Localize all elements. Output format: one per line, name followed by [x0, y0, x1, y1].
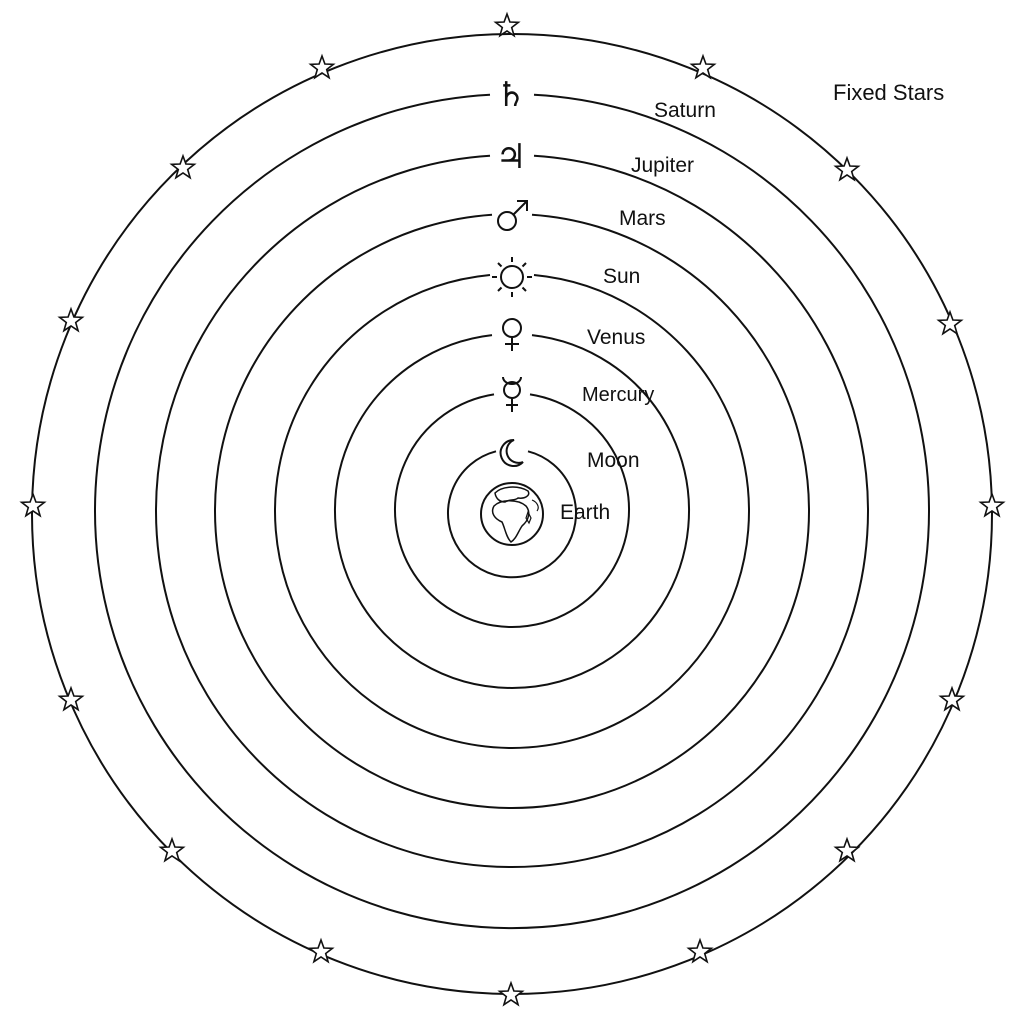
venus-sphere: [334, 334, 690, 689]
sun-label: Sun: [603, 265, 640, 288]
earth-label: Earth: [560, 501, 610, 524]
star-icon: [308, 53, 336, 80]
sun-sphere: [274, 274, 750, 749]
star-icon: [936, 309, 964, 336]
venus-icon: [502, 318, 522, 351]
moon-label: Moon: [587, 449, 640, 472]
fixed-stars: [19, 11, 1006, 1007]
star-icon: [938, 685, 966, 712]
star-icon: [833, 836, 861, 863]
jupiter-sphere: [155, 154, 869, 869]
mars-sphere: [214, 213, 810, 810]
star-icon: [978, 491, 1006, 518]
fixed-stars-label: Fixed Stars: [833, 80, 944, 105]
saturn-sphere: [94, 93, 930, 930]
mercury-label: Mercury: [582, 384, 654, 406]
star-icon: [158, 836, 186, 863]
venus-label: Venus: [587, 326, 645, 349]
saturn-icon: ♄: [496, 75, 526, 115]
mars-icon: [497, 200, 528, 231]
svg-text:♄: ♄: [496, 75, 526, 115]
sun-icon: [492, 257, 532, 297]
star-icon: [689, 53, 717, 80]
mercury-icon: [502, 376, 522, 412]
moon-icon: [499, 438, 524, 467]
moon-sphere: [447, 450, 577, 579]
star-icon: [19, 491, 47, 518]
jupiter-label: Jupiter: [631, 154, 694, 177]
jupiter-icon: ♃: [496, 137, 526, 177]
star-icon: [169, 153, 197, 180]
star-icon: [686, 937, 714, 964]
star-icon: [57, 685, 85, 712]
mars-label: Mars: [619, 207, 666, 230]
star-icon: [493, 11, 521, 38]
saturn-label: Saturn: [654, 99, 716, 122]
star-icon: [307, 937, 335, 964]
star-icon: [57, 306, 85, 333]
star-icon: [833, 155, 861, 182]
earth-globe-icon: [480, 482, 544, 546]
star-icon: [497, 980, 525, 1007]
mercury-sphere: [394, 393, 630, 629]
svg-text:♃: ♃: [496, 137, 526, 177]
